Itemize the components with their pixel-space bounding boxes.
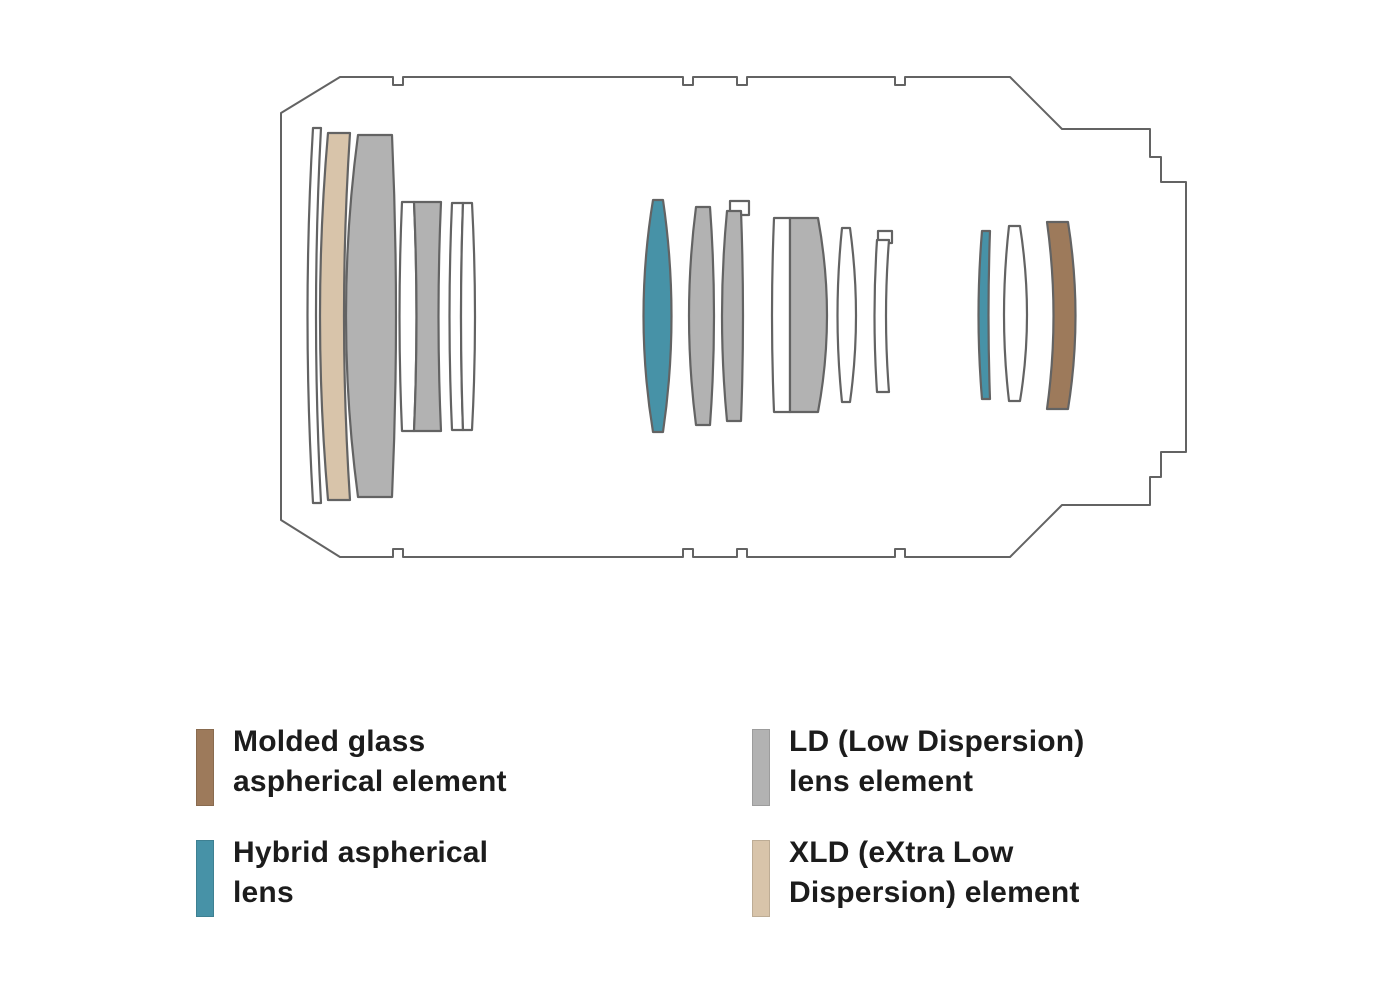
legend-item-hybrid-aspherical: Hybrid aspherical lens [196,836,488,917]
molded-glass-swatch [196,729,214,806]
lens-elements-group [306,126,1077,505]
xld-element [318,131,352,502]
lens-barrel-outline [280,76,1187,558]
hybrid-aspherical-element-mid [642,198,673,434]
molded-glass-aspherical-element [1045,220,1077,411]
ld-element-front [344,133,398,499]
ld-swatch [752,729,770,806]
legend-item-ld: LD (Low Dispersion) lens element [752,725,1084,806]
ld-element-mid-1 [687,205,716,427]
legend-label-line: Dispersion) element [789,876,1080,909]
lens-element [770,216,792,414]
lens-element [398,200,418,433]
ld-element-doublet [412,200,443,433]
front-meniscus-element [306,126,323,505]
legend-label: Hybrid aspherical lens [233,833,488,913]
barrel-outline-group [280,76,1187,558]
lens-construction-diagram [280,76,1187,558]
ld-element-mid-3 [788,216,829,414]
legend-item-xld: XLD (eXtra Low Dispersion) element [752,836,1080,917]
legend-label-line: LD (Low Dispersion) [789,725,1085,758]
legend-label-line: Hybrid aspherical [233,836,489,869]
legend-label-line: Molded glass [233,725,426,758]
legend-label: Molded glass aspherical element [233,722,507,802]
lens-element [1002,224,1029,403]
hybrid-aspherical-swatch [196,840,214,917]
lens-element [873,238,891,394]
legend-label-line: aspherical element [233,765,507,798]
lens-element [459,201,477,432]
lens-element [836,226,858,404]
xld-swatch [752,840,770,917]
legend-label-line: lens element [789,765,974,798]
legend-label-line: lens [233,876,294,909]
ld-element-mid-2 [720,209,745,423]
legend-label: LD (Low Dispersion) lens element [789,722,1084,802]
hybrid-aspherical-element-rear [977,229,992,401]
legend-label-line: XLD (eXtra Low [789,836,1014,869]
legend-label: XLD (eXtra Low Dispersion) element [789,833,1080,913]
legend-item-molded-glass: Molded glass aspherical element [196,725,507,806]
